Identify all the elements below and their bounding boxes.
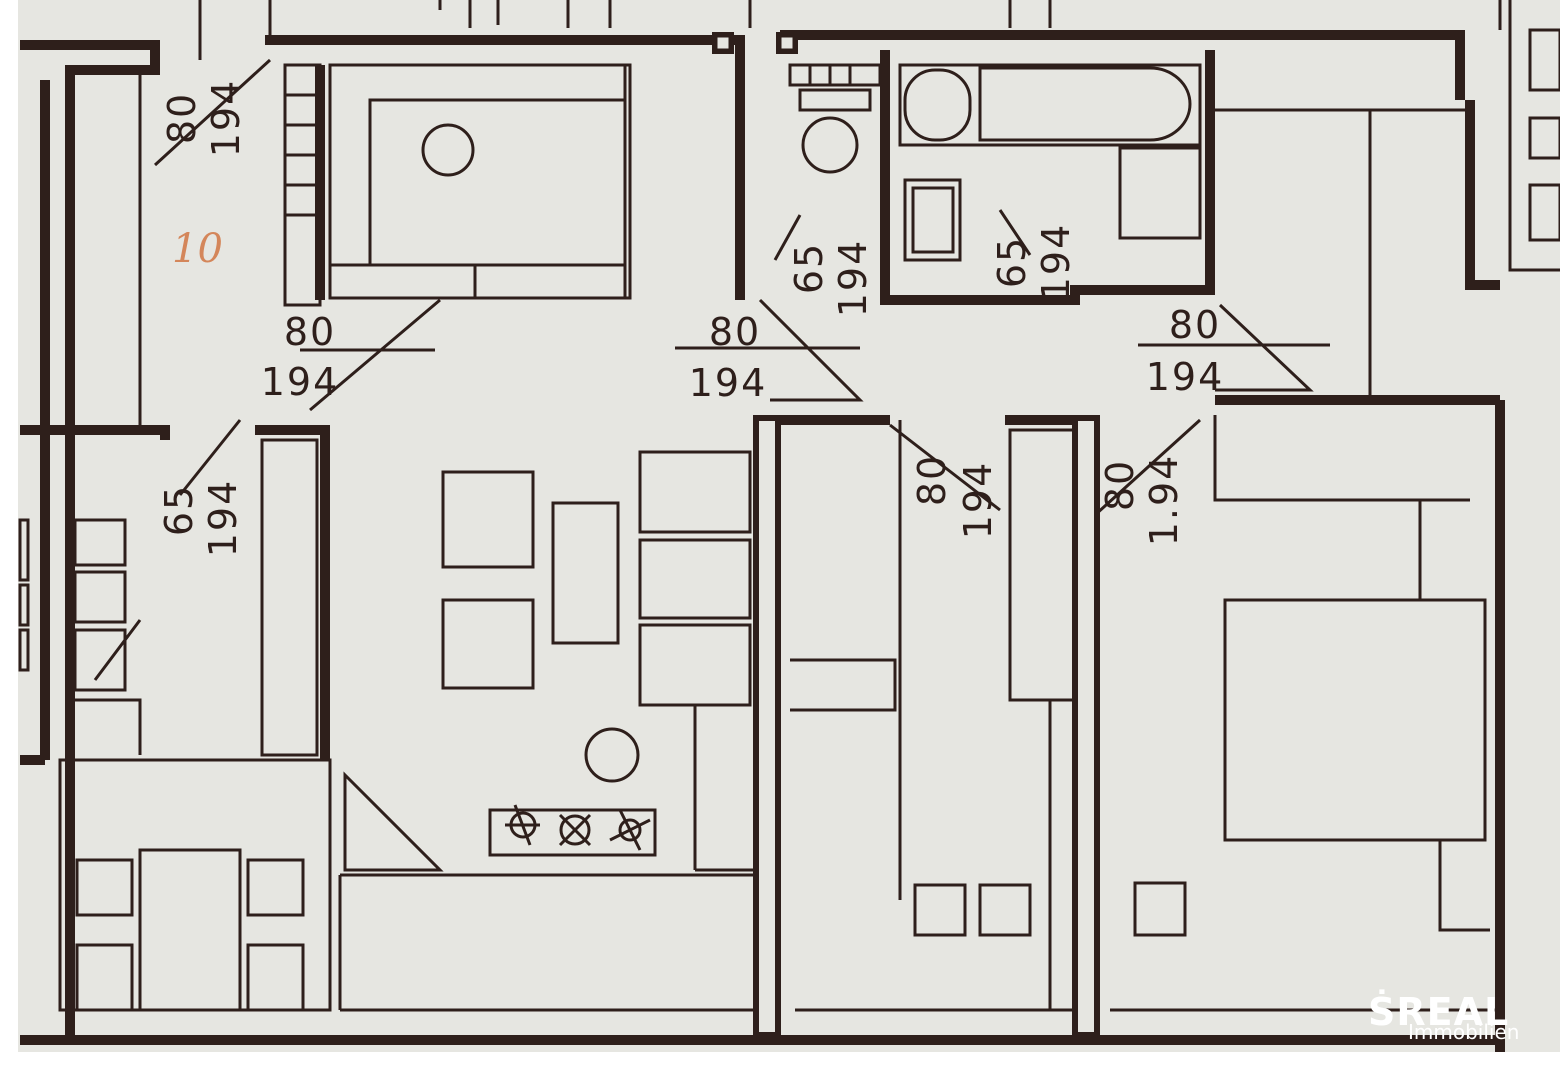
dimension-door-room-2: 80 1.94 bbox=[1098, 454, 1186, 547]
dimension-width: 80 bbox=[284, 310, 336, 354]
paper-background bbox=[18, 0, 1560, 1052]
walls bbox=[20, 30, 1505, 1052]
dimension-height: 194 bbox=[1146, 355, 1225, 399]
dimension-width: 80 bbox=[709, 310, 761, 354]
wall-blocks bbox=[753, 415, 1100, 1038]
dimension-door-hall-left: 80 194 bbox=[261, 310, 340, 404]
dimension-door-bath: 65 194 bbox=[990, 223, 1078, 302]
dimension-door-top-left: 80 194 bbox=[160, 79, 248, 158]
dimension-labels: 80 194 80 194 80 194 80 194 65 194 65 19… bbox=[157, 79, 1225, 558]
dimension-width: 65 bbox=[787, 242, 831, 294]
furniture-lines bbox=[18, 0, 1560, 1012]
dimension-width: 80 bbox=[160, 92, 204, 144]
room-number: 10 bbox=[172, 226, 223, 272]
dimension-door-room-1: 80 194 bbox=[910, 454, 1000, 539]
columns-hollow bbox=[714, 34, 796, 52]
dimension-door-hall-right: 80 194 bbox=[1146, 303, 1225, 399]
dimension-width: 80 bbox=[1098, 459, 1142, 511]
dimension-height: 194 bbox=[831, 239, 875, 318]
logo-s-icon: Ṡ bbox=[1368, 990, 1397, 1034]
logo-subtitle: Immobilien bbox=[1408, 1020, 1520, 1044]
dimension-height: 194 bbox=[204, 79, 248, 158]
real-immobilien-logo: ṠREAL bbox=[1368, 990, 1509, 1034]
dimension-height: 194 bbox=[1034, 223, 1078, 302]
dimension-height: 194 bbox=[956, 461, 1000, 540]
dimension-door-hall-center: 80 194 bbox=[689, 310, 768, 405]
dimension-height: 194 bbox=[261, 360, 340, 404]
dimension-height: 1.94 bbox=[1142, 454, 1186, 547]
dimension-height: 194 bbox=[201, 479, 245, 558]
door-swings bbox=[153, 58, 1314, 872]
dimension-width: 80 bbox=[1169, 303, 1221, 347]
dimension-door-wc: 65 194 bbox=[787, 239, 875, 318]
dimension-door-kitchen: 65 194 bbox=[157, 479, 245, 558]
dimension-width: 80 bbox=[910, 454, 954, 506]
dimension-width: 65 bbox=[990, 236, 1034, 288]
dimension-height: 194 bbox=[689, 361, 768, 405]
dimension-width: 65 bbox=[157, 484, 201, 536]
logo-name: REAL bbox=[1396, 990, 1510, 1034]
